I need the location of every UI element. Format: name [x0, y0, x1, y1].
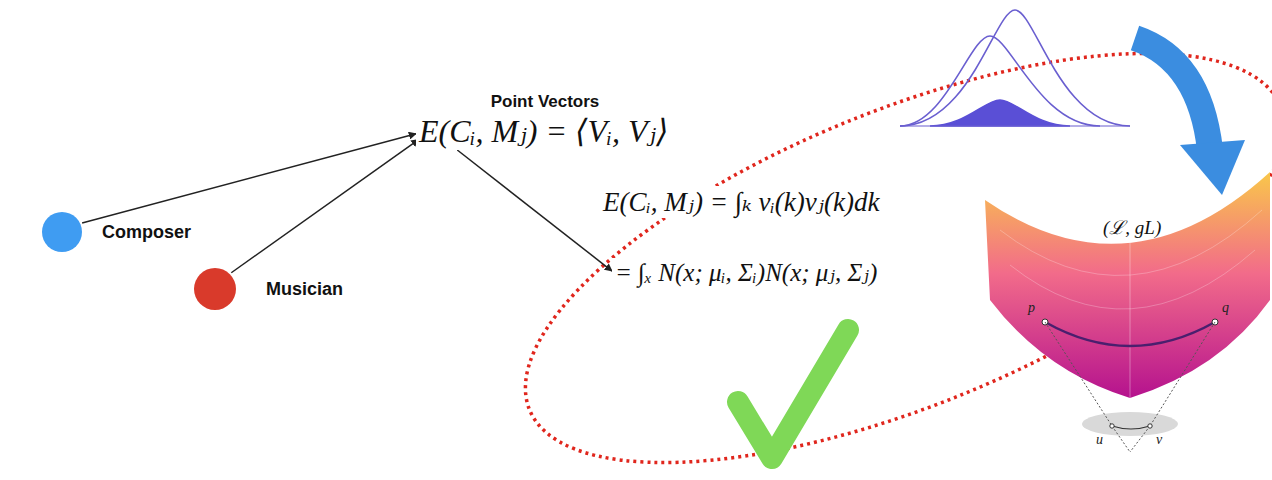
point-label: u	[1096, 432, 1103, 448]
musician-circle: Musician	[194, 268, 236, 310]
check-mark	[738, 330, 848, 458]
node-label: Composer	[102, 222, 191, 243]
composer-circle: Composer	[42, 212, 82, 252]
arrow-connector	[82, 134, 416, 223]
highlight-ellipse	[474, 0, 1272, 480]
manifold-surface	[985, 172, 1270, 452]
formula-box: = ∫ₓ N(x; μᵢ, Σᵢ)N(x; μⱼ, Σⱼ)	[612, 258, 883, 287]
formula-box: Point VectorsE(Cᵢ, Mⱼ) = ⟨Vᵢ, Vⱼ⟩	[416, 92, 674, 150]
formula-text: E(Cᵢ, Mⱼ) = ∫ₖ vᵢ(k)vⱼ(k)dk	[600, 186, 882, 218]
point-label: q	[1222, 300, 1229, 316]
point-label: v	[1156, 432, 1162, 448]
section-title: Point Vectors	[416, 92, 674, 112]
point-label: p	[1028, 300, 1035, 316]
arrow-connector	[457, 150, 612, 271]
gaussian-curves	[900, 10, 1130, 126]
formula-text: E(Cᵢ, Mⱼ) = ⟨Vᵢ, Vⱼ⟩	[416, 112, 674, 150]
arrow-connector	[231, 140, 418, 273]
transform-arrow	[1135, 38, 1245, 195]
manifold-label: (ℒ, gL)	[1100, 214, 1164, 240]
formula-text: = ∫ₓ N(x; μᵢ, Σᵢ)N(x; μⱼ, Σⱼ)	[612, 258, 883, 287]
node-label: Musician	[266, 279, 343, 300]
